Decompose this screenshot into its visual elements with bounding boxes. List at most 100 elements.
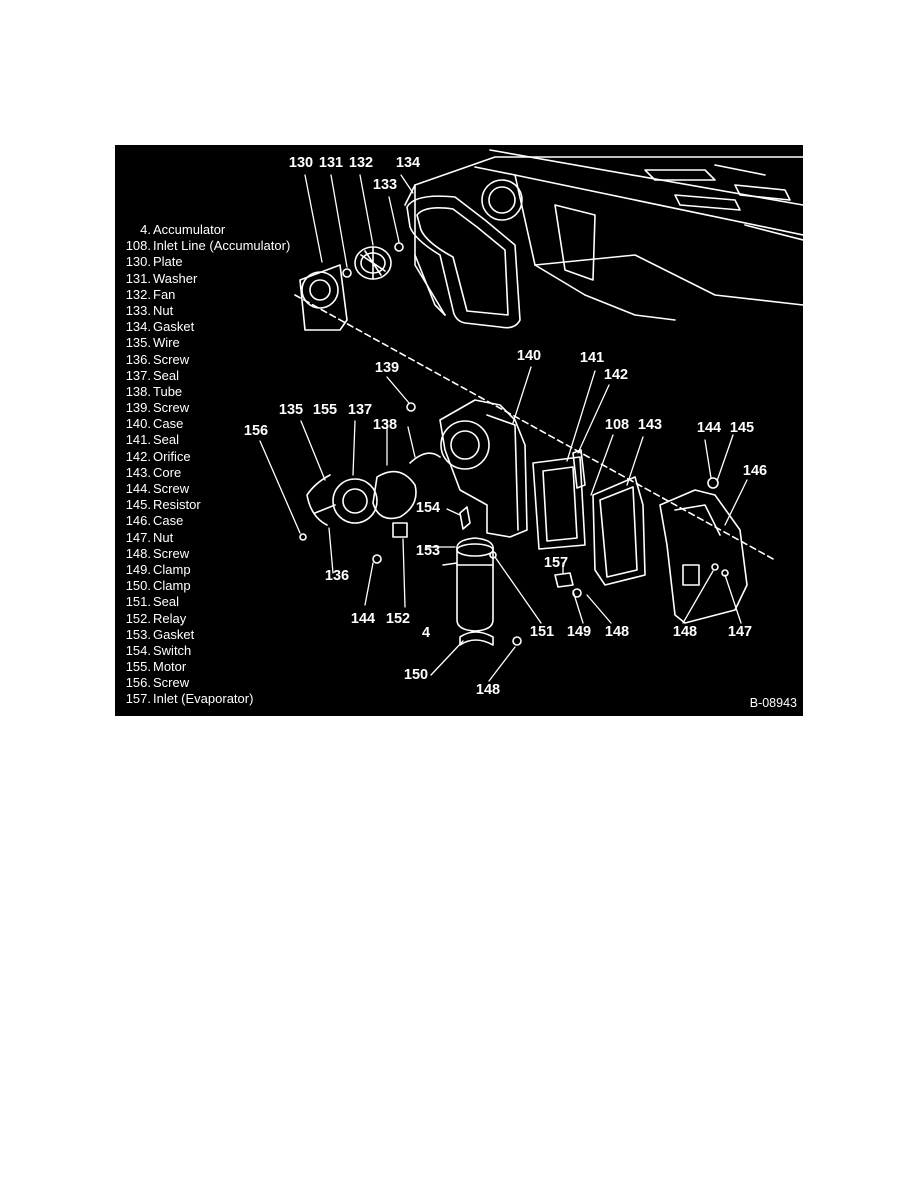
- callout-150: 150: [403, 667, 429, 683]
- legend-item-number: 131.: [125, 270, 151, 286]
- orifice-142: [572, 449, 586, 489]
- legend-item-label: Seal: [153, 594, 180, 610]
- callout-141: 141: [579, 350, 605, 366]
- legend-item: 143.Core: [115, 465, 325, 481]
- legend-item-number: 132.: [125, 286, 151, 302]
- legend-item-number: 156.: [125, 675, 151, 691]
- callout-136: 136: [324, 568, 350, 584]
- legend-item-label: Orifice: [153, 448, 191, 464]
- seal-137: [372, 470, 417, 520]
- legend-item: 4.Accumulator: [115, 222, 325, 238]
- exploded-view-drawing: [259, 149, 803, 682]
- legend-item-label: Accumulator: [153, 222, 226, 237]
- callout-157: 157: [543, 555, 569, 571]
- legend-item-label: Screw: [153, 481, 190, 496]
- callout-146: 146: [742, 463, 768, 479]
- leader-lines: [259, 174, 748, 682]
- wire-135: [306, 474, 331, 526]
- callout-155: 155: [312, 402, 338, 418]
- legend-item: 108.Inlet Line (Accumulator): [115, 238, 325, 254]
- legend-item-label: Screw: [153, 545, 190, 561]
- legend-item-number: 135.: [125, 335, 151, 351]
- callout-131: 131: [318, 155, 344, 171]
- washer-131: [342, 268, 352, 278]
- legend-item-label: Nut: [153, 302, 174, 318]
- legend-item: 130.Plate: [115, 254, 325, 270]
- figure-code: B-08943: [749, 696, 797, 710]
- legend-item: 141.Seal: [115, 432, 325, 448]
- callout-156: 156: [243, 423, 269, 439]
- legend-item-label: Relay: [153, 610, 187, 626]
- legend-item: 133.Nut: [115, 303, 325, 319]
- legend-item: 142.Orifice: [115, 449, 325, 465]
- legend-item-label: Fan: [153, 286, 176, 302]
- legend-item: 145.Resistor: [115, 497, 325, 513]
- legend-item: 138.Tube: [115, 384, 325, 400]
- legend-item-number: 4.: [140, 222, 151, 237]
- legend-item: 147.Nut: [115, 530, 325, 546]
- legend-item-label: Tube: [153, 383, 183, 399]
- callout-140: 140: [516, 348, 542, 364]
- callout-147: 147: [727, 624, 753, 640]
- accumulator-4: [456, 537, 494, 632]
- legend-item-label: Screw: [153, 675, 190, 691]
- legend-item-label: Motor: [153, 659, 187, 675]
- callout-151: 151: [529, 624, 555, 640]
- legend-item: 139.Screw: [115, 400, 325, 416]
- legend-item-label: Inlet Line (Accumulator): [153, 238, 291, 254]
- legend-item-number: 108.: [125, 238, 151, 254]
- legend-item-number: 139.: [125, 400, 151, 416]
- legend-item-label: Switch: [153, 642, 192, 658]
- legend-item: 149.Clamp: [115, 562, 325, 578]
- legend-item: 136.Screw: [115, 352, 325, 368]
- legend-item-label: Gasket: [153, 319, 195, 335]
- core-143: [592, 476, 646, 586]
- callout-148-center: 148: [604, 624, 630, 640]
- legend-item-label: Core: [153, 464, 182, 480]
- legend-item-number: 157.: [125, 691, 151, 707]
- legend-item: 153.Gasket: [115, 627, 325, 643]
- gasket-134: [406, 195, 521, 329]
- legend-item: 155.Motor: [115, 659, 325, 675]
- legend-item-number: 149.: [125, 561, 151, 577]
- legend-item: 151.Seal: [115, 594, 325, 610]
- legend-item-number: 137.: [125, 367, 151, 383]
- callout-138: 138: [372, 417, 398, 433]
- case-140: [439, 399, 528, 538]
- legend-item-label: Screw: [153, 351, 190, 367]
- legend-item-label: Clamp: [153, 561, 191, 577]
- legend-item-label: Screw: [153, 400, 190, 416]
- legend-item: 135.Wire: [115, 335, 325, 351]
- legend-item-label: Case: [153, 416, 184, 432]
- legend-item-number: 134.: [125, 319, 151, 335]
- callout-139: 139: [374, 360, 400, 376]
- tube-138: [409, 452, 441, 464]
- nut-133: [394, 242, 404, 252]
- legend-item-label: Gasket: [153, 626, 195, 642]
- legend-item-number: 153.: [125, 626, 151, 642]
- legend-item-number: 155.: [125, 659, 151, 675]
- callout-144-bottom: 144: [350, 611, 376, 627]
- legend-item-label: Resistor: [153, 497, 201, 513]
- legend-item-number: 146.: [125, 513, 151, 529]
- legend-item-number: 148.: [125, 545, 151, 561]
- legend-item-label: Seal: [153, 432, 180, 448]
- legend-item-number: 138.: [125, 383, 151, 399]
- motor-155: [332, 478, 378, 524]
- legend-item-number: 150.: [125, 578, 151, 594]
- legend-item-label: Plate: [153, 254, 183, 270]
- seal-141: [532, 456, 586, 550]
- legend-item: 150.Clamp: [115, 578, 325, 594]
- legend-item-number: 141.: [125, 432, 151, 448]
- clamp-150: [459, 631, 494, 646]
- callout-135: 135: [278, 402, 304, 418]
- legend-item-label: Washer: [153, 270, 198, 286]
- legend-item-number: 142.: [125, 448, 151, 464]
- legend-item-label: Wire: [153, 335, 180, 351]
- callout-132: 132: [348, 155, 374, 171]
- legend-item: 152.Relay: [115, 611, 325, 627]
- legend-item-label: Case: [153, 513, 184, 529]
- legend-item-number: 152.: [125, 610, 151, 626]
- callout-133: 133: [372, 177, 398, 193]
